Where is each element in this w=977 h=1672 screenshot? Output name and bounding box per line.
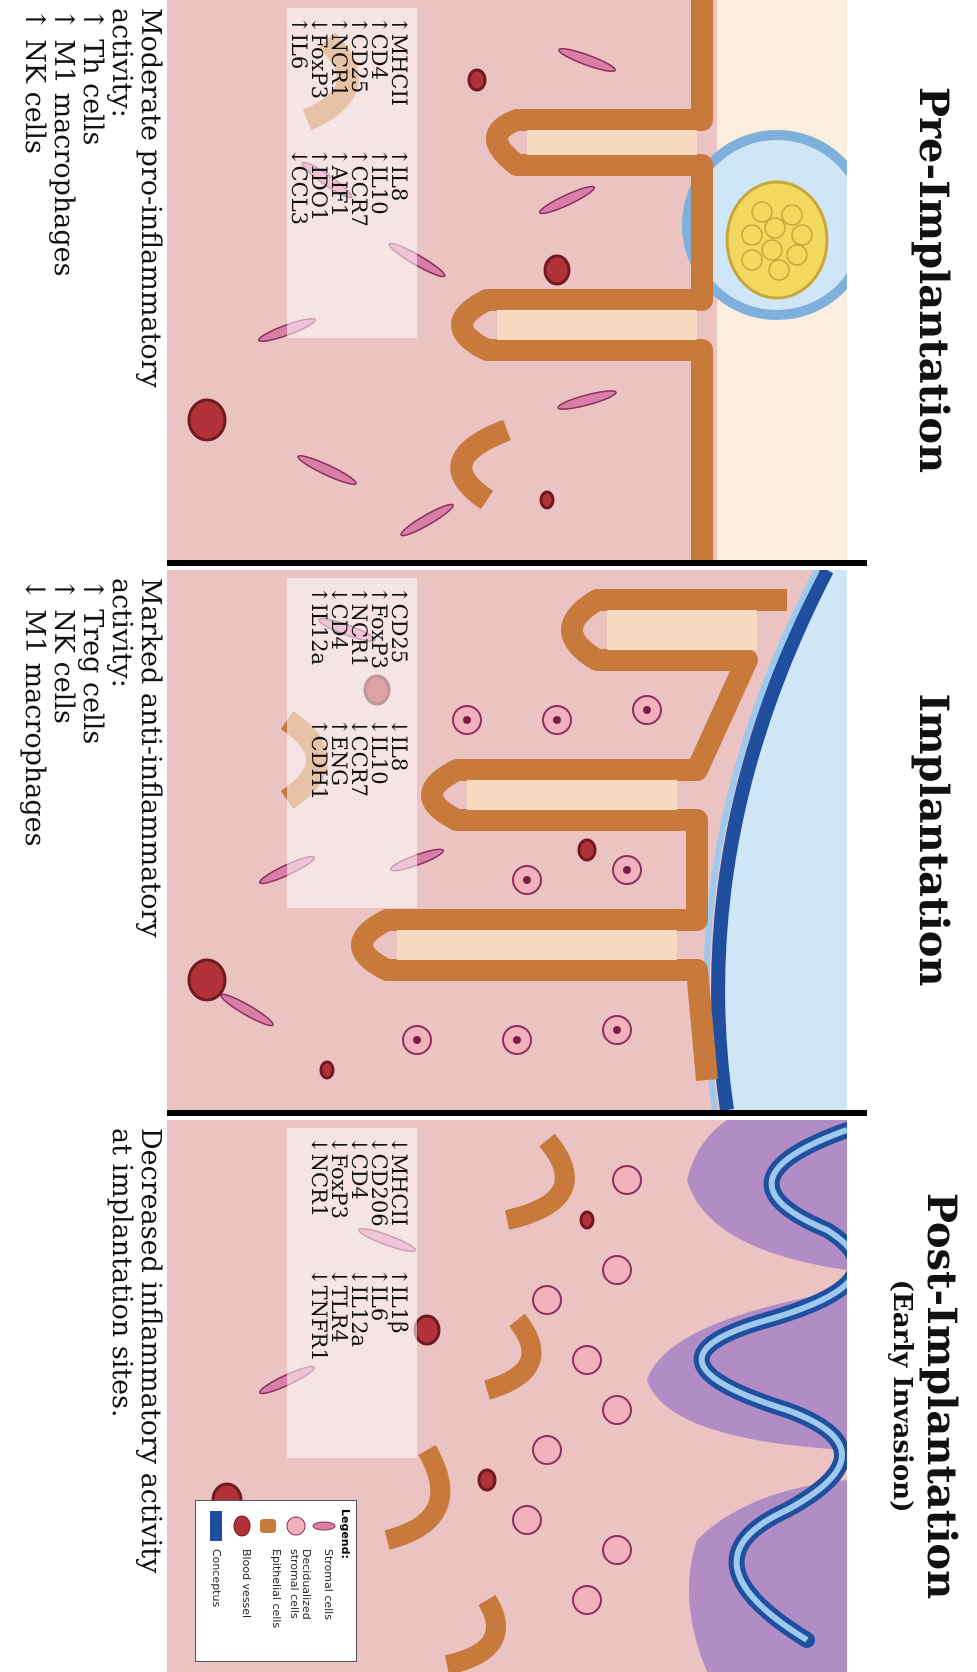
- marker-list: ↑MHCII ↑CD4 ↑CD25 ↑NCR1 ↓FoxP3 ↑IL6 ↑IL8…: [287, 8, 417, 338]
- marker: ↓FoxP3: [329, 1136, 349, 1227]
- marker: ↓CCL3: [289, 148, 309, 227]
- summary-line: ↑ M1 macrophages: [49, 8, 78, 548]
- marker: ↑NCR1: [349, 586, 369, 669]
- panel-post-implantation: Post-Implantation (Early Invasion): [0, 1120, 977, 1672]
- panel-implantation: Implantation: [0, 570, 977, 1110]
- legend-item: Stromal cells: [322, 1549, 334, 1620]
- marker: ↑IL10: [369, 148, 389, 227]
- legend-title: Legend:: [339, 1509, 352, 1559]
- marker: ↑IDO1: [309, 148, 329, 227]
- marker-column: ↓IL8 ↓IL10 ↓CCR7 ↑ENG ↑CDH1: [309, 718, 409, 800]
- marker: ↑NCR1: [329, 16, 349, 106]
- marker: ↑IL8: [389, 148, 409, 227]
- marker: ↓TLR4: [329, 1268, 349, 1362]
- marker: ↓CD4: [349, 1136, 369, 1227]
- legend-swatches: [200, 1507, 336, 1545]
- marker: ↓CD4: [329, 586, 349, 669]
- panel-title: Post-Implantation: [918, 1120, 965, 1672]
- marker: ↑IL6: [369, 1268, 389, 1362]
- marker: ↓IL12a: [349, 1268, 369, 1362]
- legend: Legend: Stromal cells Decidualized strom…: [195, 1500, 357, 1662]
- marker: ↑CDH1: [309, 718, 329, 800]
- marker-column: ↑IL8 ↑IL10 ↑CCR7 ↑AIF1 ↑IDO1 ↓CCL3: [289, 148, 409, 227]
- summary-line: Moderate pro-inflammatory: [136, 8, 165, 548]
- marker: ↑CD25: [349, 16, 369, 106]
- legend-item: Blood vessel: [240, 1549, 252, 1618]
- legend-item: Decidualized stromal cells: [288, 1549, 312, 1653]
- marker: ↓IL8: [389, 718, 409, 800]
- summary-line: ↑ Treg cells: [78, 578, 107, 1118]
- marker: ↓NCR1: [309, 1136, 329, 1227]
- conceptus-icon: [210, 1511, 222, 1541]
- legend-item: Epithelial cells: [270, 1549, 282, 1628]
- panel-summary: Moderate pro-inflammatory activity: ↑ Th…: [20, 8, 165, 548]
- marker-column: ↑CD25 ↑FoxP3 ↑NCR1 ↓CD4 ↑IL12a: [309, 586, 409, 669]
- marker: ↑CD25: [389, 586, 409, 669]
- summary-line: ↑ NK cells: [49, 578, 78, 1118]
- marker: ↑AIF1: [329, 148, 349, 227]
- summary-line: ↓ M1 macrophages: [20, 578, 49, 1118]
- panel-pre-implantation: Pre-Implantation: [0, 0, 977, 560]
- marker: ↓MHCII: [389, 1136, 409, 1227]
- marker: ↓FoxP3: [309, 16, 329, 106]
- summary-line: at implantation sites.: [107, 1128, 136, 1668]
- marker-list: ↓MHCII ↓CD206 ↓CD4 ↓FoxP3 ↓NCR1 ↑IL1β ↑I…: [287, 1128, 417, 1458]
- decidualized-cell-icon: [287, 1517, 305, 1535]
- epithelial-cell-icon: [260, 1519, 276, 1533]
- tissue-illustration-pre: [167, 0, 847, 560]
- marker: ↑MHCII: [389, 16, 409, 106]
- stromal-cell-icon: [313, 1522, 335, 1530]
- tissue-illustration-implantation: [167, 570, 847, 1110]
- marker-column: ↑MHCII ↑CD4 ↑CD25 ↑NCR1 ↓FoxP3 ↑IL6: [289, 16, 409, 106]
- panel-divider: [167, 1110, 867, 1116]
- marker: ↑CCR7: [349, 148, 369, 227]
- stroma: [167, 0, 717, 560]
- panel-divider: [167, 560, 867, 566]
- marker: ↓TNFR1: [309, 1268, 329, 1362]
- legend-item: Conceptus: [210, 1549, 222, 1607]
- panel-title: Pre-Implantation: [910, 0, 957, 560]
- marker: ↑IL1β: [389, 1268, 409, 1362]
- marker: ↓CD206: [369, 1136, 389, 1227]
- panel-title: Implantation: [910, 570, 957, 1110]
- marker-list: ↑CD25 ↑FoxP3 ↑NCR1 ↓CD4 ↑IL12a ↓IL8 ↓IL1…: [287, 578, 417, 908]
- marker: ↓IL10: [369, 718, 389, 800]
- blood-vessel-icon: [234, 1516, 250, 1536]
- marker: ↑ENG: [329, 718, 349, 800]
- summary-line: ↑ Th cells: [78, 8, 107, 548]
- summary-line: activity:: [107, 8, 136, 548]
- marker: ↑FoxP3: [369, 586, 389, 669]
- marker: ↑CD4: [369, 16, 389, 106]
- marker: ↑IL6: [289, 16, 309, 106]
- marker-column: ↓MHCII ↓CD206 ↓CD4 ↓FoxP3 ↓NCR1: [309, 1136, 409, 1227]
- marker: ↑IL12a: [309, 586, 329, 669]
- marker: ↓CCR7: [349, 718, 369, 800]
- panel-summary: Marked anti-inflammatory activity: ↑ Tre…: [20, 578, 165, 1118]
- summary-line: Marked anti-inflammatory: [136, 578, 165, 1118]
- panel-summary: Decreased inflammatory activity at impla…: [107, 1128, 165, 1668]
- summary-line: Decreased inflammatory activity: [136, 1128, 165, 1668]
- summary-line: ↑ NK cells: [20, 8, 49, 548]
- panel-subtitle: (Early Invasion): [887, 1120, 917, 1672]
- summary-line: activity:: [107, 578, 136, 1118]
- marker-column: ↑IL1β ↑IL6 ↓IL12a ↓TLR4 ↓TNFR1: [309, 1268, 409, 1362]
